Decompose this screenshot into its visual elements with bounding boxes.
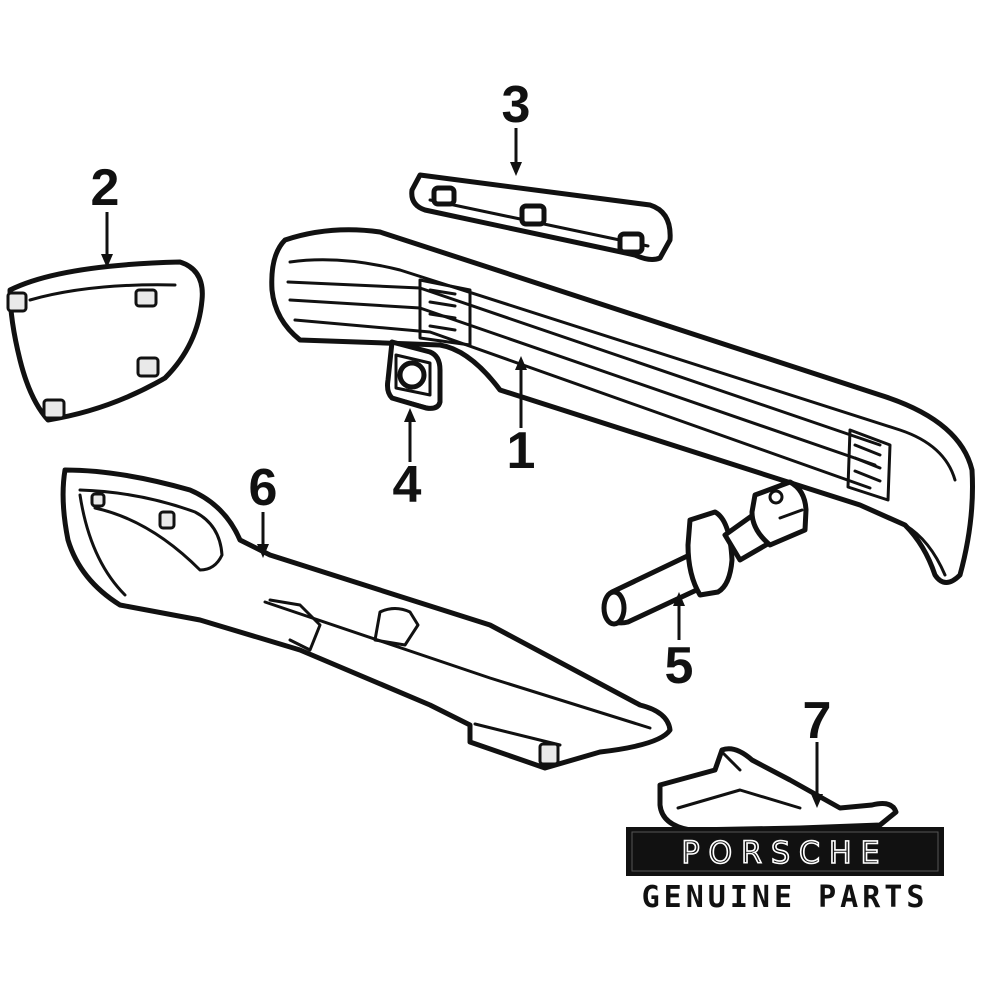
leader-1 [515,356,527,428]
part-3-trim-strip[interactable] [409,172,673,262]
leader-6 [257,512,269,558]
leader-4 [404,408,416,462]
callout-5: 5 [665,637,694,695]
leader-5 [673,592,685,640]
part-1-bumper-cover[interactable] [269,227,975,585]
callout-numbers: 1 2 3 4 5 6 7 [91,76,832,750]
part-6-lower-apron[interactable] [60,467,673,771]
leader-2 [101,212,113,268]
leader-lines [101,128,823,808]
stud [519,203,547,227]
callout-4: 4 [393,456,422,514]
leader-3 [510,128,522,176]
logo-tagline-text: GENUINE PARTS [642,880,929,915]
callout-1: 1 [507,422,536,480]
part-5-impact-absorber[interactable] [601,479,809,627]
part-7-lower-bracket[interactable] [657,746,899,833]
leader-7 [811,742,823,808]
part-4-clip-nut[interactable] [385,339,443,411]
callout-7: 7 [803,692,832,750]
part-2-corner-cap[interactable] [6,259,205,423]
callout-6: 6 [249,459,278,517]
callout-3: 3 [502,76,531,134]
stud [431,185,457,207]
porsche-genuine-parts-logo: PORSCHE GENUINE PARTS [626,827,944,915]
logo-brand-text: PORSCHE [681,836,888,871]
logo-banner [626,827,944,876]
callout-2: 2 [91,159,120,217]
stud [617,231,645,255]
